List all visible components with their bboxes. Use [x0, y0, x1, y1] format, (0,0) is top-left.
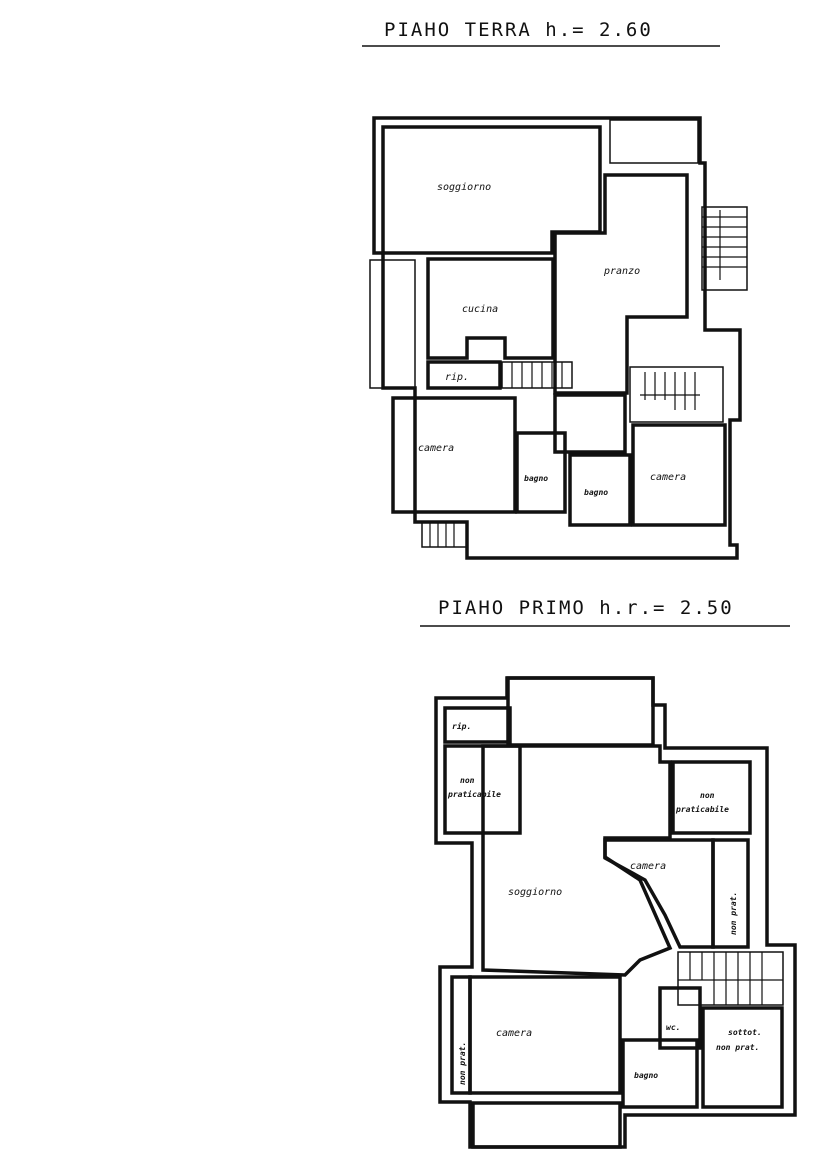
label-camera-right: camera — [650, 472, 686, 483]
room-non-praticabile-right — [671, 760, 752, 835]
terrace-top-right — [609, 119, 699, 164]
room-hallway — [553, 393, 627, 454]
balcony-left — [369, 259, 416, 389]
room-pranzo — [553, 173, 689, 395]
room-bagno — [621, 1038, 699, 1109]
label-soggiorno: soggiorno — [437, 182, 491, 193]
label-camera-left: camera — [496, 1028, 532, 1039]
room-camera-left — [391, 396, 517, 514]
room-non-prat-left-vertical — [450, 975, 472, 1095]
label-rip: rip. — [452, 721, 471, 731]
room-rip — [426, 360, 502, 390]
label-rip: rip. — [445, 372, 469, 383]
label-non-prat-right-1: non — [700, 791, 715, 800]
label-cucina: cucina — [462, 304, 498, 315]
label-sottotetto-2: non prat. — [716, 1043, 759, 1052]
ground-floor-plan: PIAHO TERRA h.= 2.60 — [362, 19, 748, 560]
label-wc: wc. — [666, 1023, 680, 1032]
stairs-center — [501, 361, 573, 389]
room-camera-left — [468, 975, 622, 1095]
label-pranzo: pranzo — [603, 266, 640, 277]
label-non-prat-right-2: praticabile — [675, 804, 729, 814]
room-wc — [658, 986, 702, 1050]
room-bagno-2 — [568, 453, 632, 527]
label-bagno: bagno — [634, 1071, 658, 1080]
first-floor-plan: PIAHO PRIMO h.r.= 2.50 rip. non praticab… — [420, 597, 797, 1149]
label-soggiorno: soggiorno — [508, 887, 562, 898]
label-bagno-2: bagno — [584, 488, 608, 497]
room-rip — [443, 706, 512, 744]
ground-floor-title: PIAHO TERRA h.= 2.60 — [384, 19, 653, 41]
stairs-right — [629, 366, 724, 423]
balcony-bottom — [471, 1101, 622, 1149]
room-soggiorno — [381, 125, 602, 255]
stairs-first-floor — [677, 951, 784, 1006]
label-non-prat-left-vertical: non prat. — [458, 1042, 467, 1085]
label-camera-right: camera — [630, 861, 666, 872]
label-sottotetto-1: sottot. — [728, 1028, 762, 1037]
stairs-bottom — [421, 521, 468, 548]
stairs-external-right — [701, 206, 748, 291]
room-sottotetto — [701, 1006, 784, 1109]
label-non-prat-left-2: praticabile — [447, 789, 501, 799]
label-non-prat-left-1: non — [460, 776, 475, 785]
room-non-prat-vertical — [711, 838, 750, 949]
balcony-top — [506, 676, 655, 747]
label-bagno-1: bagno — [524, 474, 548, 483]
outer-wall — [434, 676, 797, 1149]
first-floor-title: PIAHO PRIMO h.r.= 2.50 — [438, 597, 734, 619]
room-camera-right — [603, 838, 715, 949]
room-cucina — [426, 257, 555, 360]
room-camera-right — [631, 423, 727, 527]
label-non-prat-vertical: non prat. — [729, 892, 738, 935]
label-camera-left: camera — [418, 443, 454, 454]
room-bagno-1 — [515, 431, 567, 514]
